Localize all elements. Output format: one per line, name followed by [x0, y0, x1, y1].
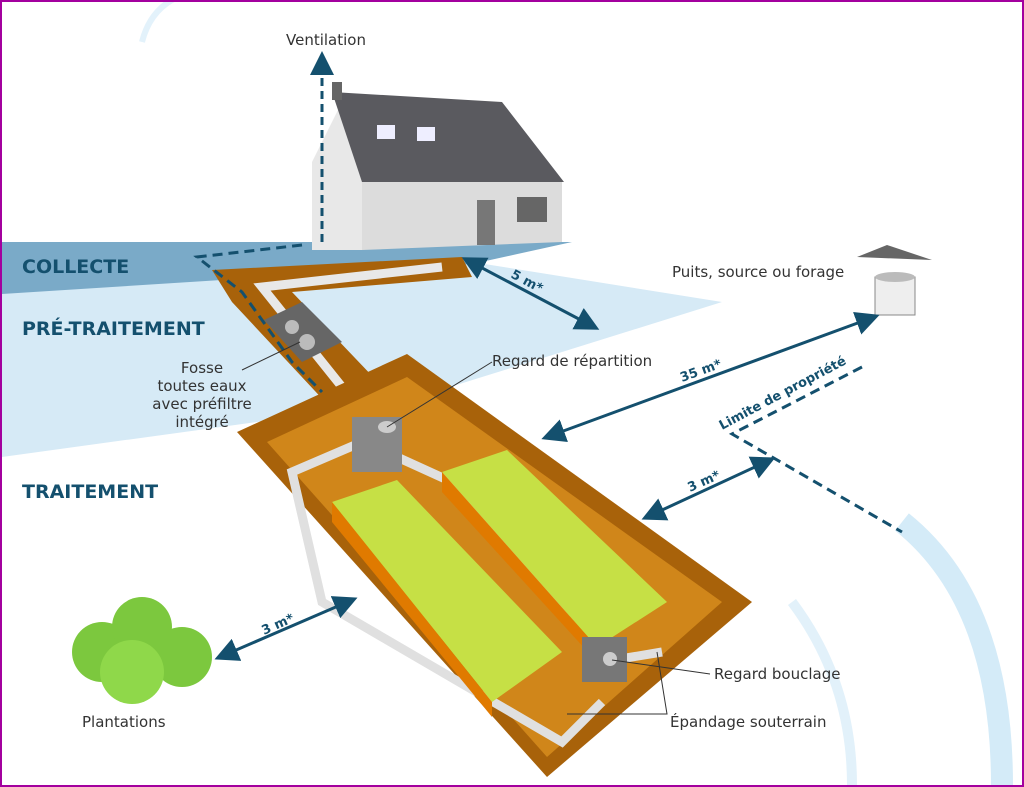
septic-tank [264, 302, 342, 362]
label-fosse-1: Fosse [181, 359, 223, 377]
house [312, 82, 564, 250]
label-regard-repartition: Regard de répartition [492, 352, 652, 370]
stage-traitement: TRAITEMENT [22, 481, 158, 503]
well [857, 245, 932, 316]
label-epandage: Épandage souterrain [670, 712, 826, 731]
decor-arc [139, 2, 175, 43]
stage-collecte: COLLECTE [22, 256, 129, 278]
label-regard-bouclage: Regard bouclage [714, 665, 840, 683]
stage-pretraitement: PRÉ-TRAITEMENT [22, 317, 205, 340]
decor-arc [895, 513, 1013, 785]
property-limit-line [728, 365, 903, 534]
plantations-bush [72, 597, 212, 704]
label-fosse-2: toutes eaux [157, 377, 246, 395]
bed-1 [332, 480, 562, 702]
label-ventilation: Ventilation [286, 31, 366, 49]
label-fosse-3: avec préfiltre [152, 395, 251, 413]
bed-2 [442, 450, 667, 647]
distance-plants: 3 m* [260, 611, 297, 639]
label-limite-propriete: Limite de propriété [717, 354, 849, 434]
label-puits: Puits, source ou forage [672, 263, 844, 281]
trench [212, 257, 472, 420]
decor-arc [787, 599, 857, 785]
label-plantations: Plantations [82, 713, 166, 731]
label-fosse-4: intégré [175, 413, 228, 431]
